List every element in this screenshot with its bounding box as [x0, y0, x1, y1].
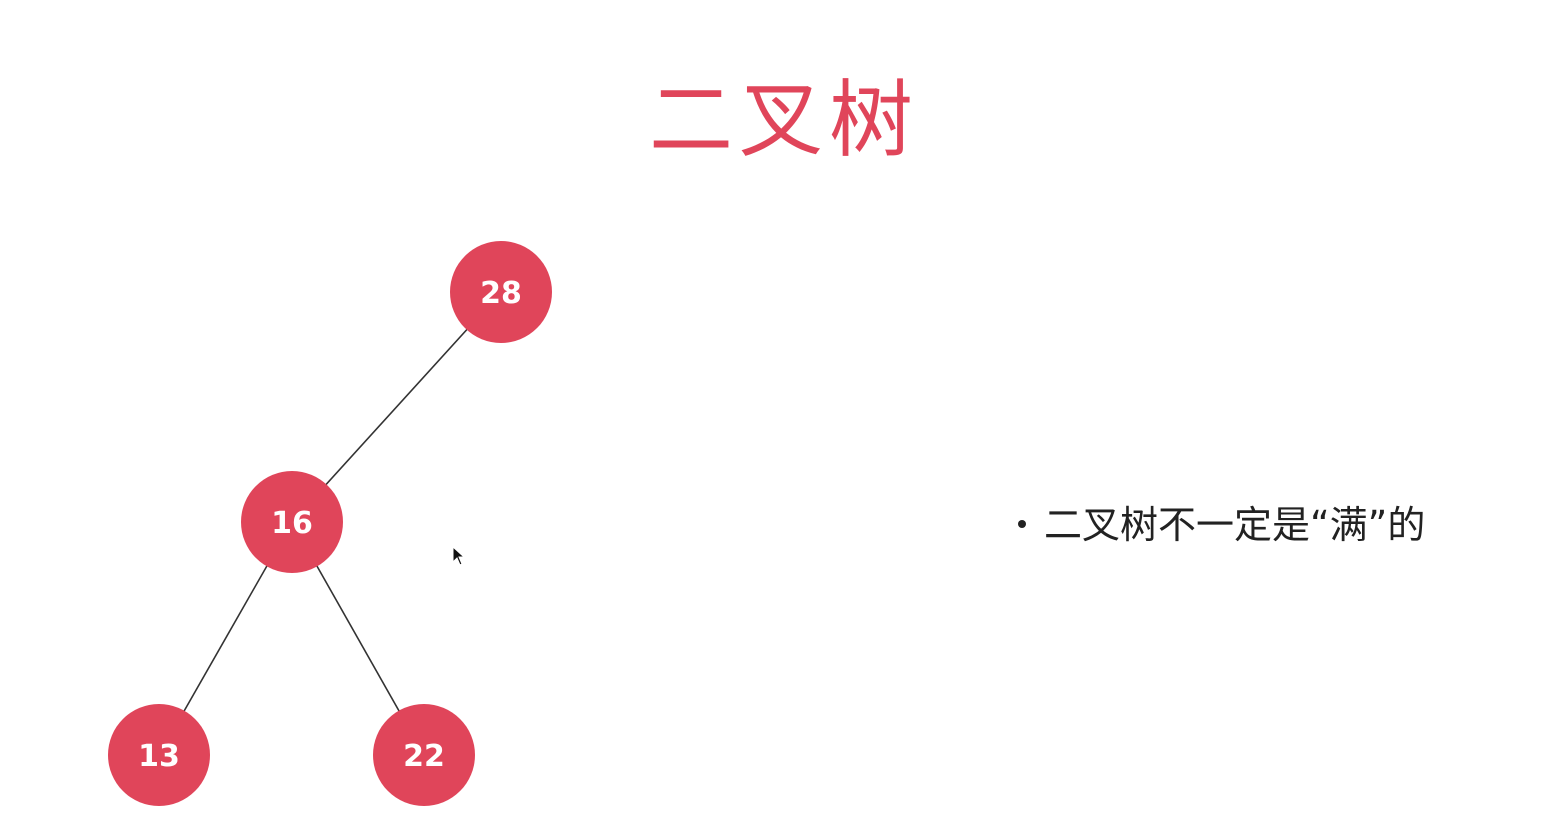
bullet-text: 二叉树不一定是“满”的: [1044, 503, 1426, 547]
tree-node-label: 28: [480, 276, 522, 311]
tree-node-16: 16: [241, 471, 343, 573]
mouse-pointer-icon: [452, 546, 466, 566]
tree-node-label: 13: [138, 739, 180, 774]
tree-node-circle: [373, 704, 475, 806]
tree-node-circle: [450, 241, 552, 343]
tree-nodes: 28 16 13 22: [108, 241, 552, 806]
tree-node-label: 16: [271, 506, 313, 541]
tree-node-13: 13: [108, 704, 210, 806]
bullet-dot-icon: [1018, 519, 1026, 528]
tree-node-22: 22: [373, 704, 475, 806]
tree-node-label: 22: [403, 739, 445, 774]
tree-node-28: 28: [450, 241, 552, 343]
tree-edge-n28-n16: [291, 291, 502, 523]
bullet-item: 二叉树不一定是“满”的: [1018, 500, 1425, 550]
slide-title: 二叉树: [648, 71, 919, 169]
tree-node-circle: [241, 471, 343, 573]
tree-node-circle: [108, 704, 210, 806]
